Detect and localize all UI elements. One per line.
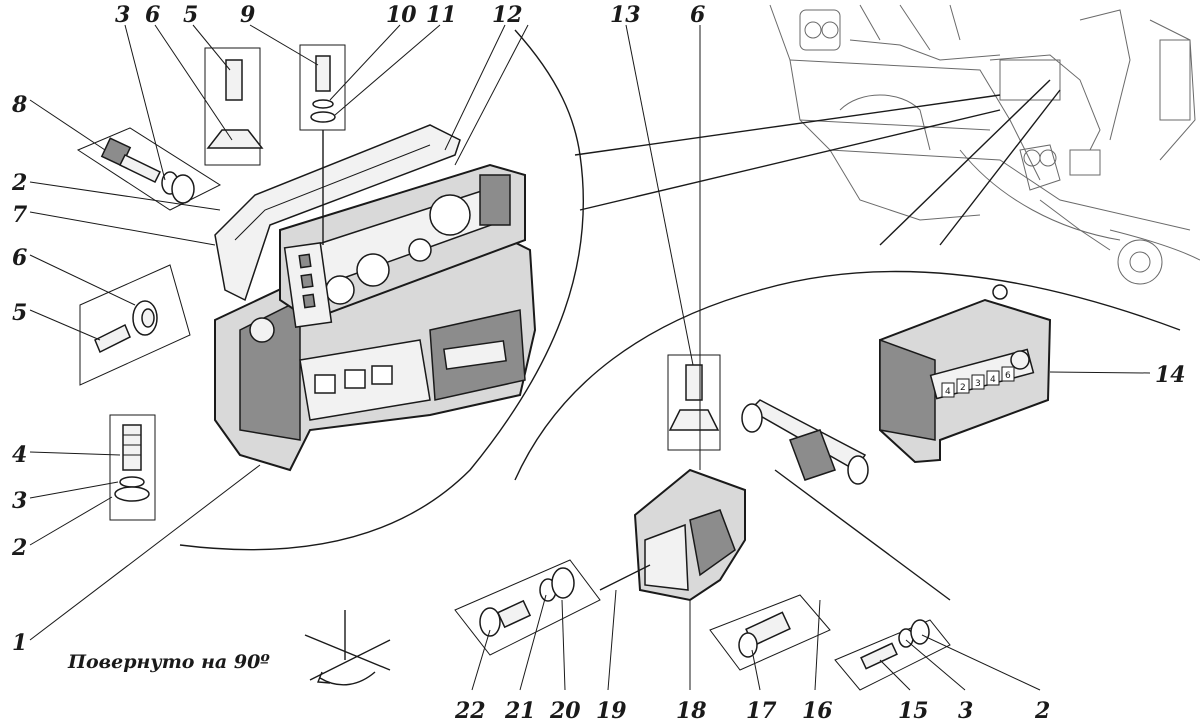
leader-lines (29, 24, 1151, 691)
vehicle-cab-illustration (769, 4, 1200, 285)
fastener-group-bolt-8 (76, 127, 222, 211)
label-16: 16 (802, 698, 833, 724)
label-19: 19 (596, 698, 627, 724)
switch-button-label: 6 (1005, 371, 1011, 381)
label-2-right: 2 (1034, 698, 1050, 724)
detail-arc-upper (179, 29, 585, 551)
fastener-group-screw-15 (834, 619, 951, 691)
fastener-group-screw-9 (299, 44, 346, 245)
switch-button-label: 4 (945, 387, 951, 397)
label-4: 4 (12, 442, 27, 468)
fastener-group-screw-5-washer-6 (79, 264, 191, 386)
label-2-upper: 2 (11, 170, 27, 196)
label-3-left: 3 (12, 488, 27, 514)
label-22: 22 (454, 698, 486, 724)
fastener-group-screw-4 (109, 414, 156, 521)
label-18: 18 (676, 698, 707, 724)
callout-line-vehicle-upper (574, 94, 1001, 156)
switch-unit-14 (879, 284, 1052, 464)
label-7: 7 (12, 202, 28, 228)
label-5-top: 5 (183, 2, 198, 28)
switch-button (986, 370, 1000, 386)
label-11: 11 (426, 2, 457, 28)
fastener-group-screw-5-top (204, 47, 264, 166)
label-20: 20 (549, 698, 581, 724)
fastener-group-screw-13 (667, 354, 721, 451)
switch-button-label: 4 (990, 375, 996, 385)
label-14: 14 (1155, 362, 1186, 388)
label-10: 10 (386, 2, 417, 28)
fastener-group-screw-22 (454, 559, 601, 656)
label-3-top: 3 (115, 2, 130, 28)
label-12: 12 (492, 2, 523, 28)
switch-button-label: 2 (960, 383, 966, 393)
label-6-left: 6 (12, 245, 27, 271)
bracket-assembly-18 (599, 468, 746, 602)
label-13: 13 (610, 2, 641, 28)
switch-button-label: 3 (975, 379, 981, 389)
label-6-top: 6 (145, 2, 160, 28)
detail-arc-lower (514, 270, 1181, 481)
connector-16 (741, 399, 951, 601)
switch-button (971, 374, 985, 390)
callout-line-vehicle-low (879, 79, 1051, 246)
switch-button (941, 382, 955, 398)
label-2-left: 2 (11, 535, 27, 561)
callout-line-vehicle-right (939, 89, 1061, 246)
label-6-right: 6 (690, 2, 705, 28)
switch-button (956, 378, 970, 394)
label-17: 17 (746, 698, 777, 724)
callout-line-vehicle-mid (579, 109, 1001, 211)
instrument-panel-assembly (214, 124, 537, 472)
label-3-right: 3 (958, 698, 973, 724)
rotation-caption: Повернуто на 90º (67, 651, 270, 673)
label-8: 8 (11, 92, 27, 118)
label-5-left: 5 (12, 300, 27, 326)
label-9: 9 (240, 2, 255, 28)
label-21: 21 (504, 698, 536, 724)
switch-button (1001, 366, 1015, 382)
label-15: 15 (898, 698, 929, 724)
label-1: 1 (12, 630, 27, 656)
rotation-symbol (304, 610, 391, 686)
fastener-group-screw-17 (709, 594, 831, 671)
